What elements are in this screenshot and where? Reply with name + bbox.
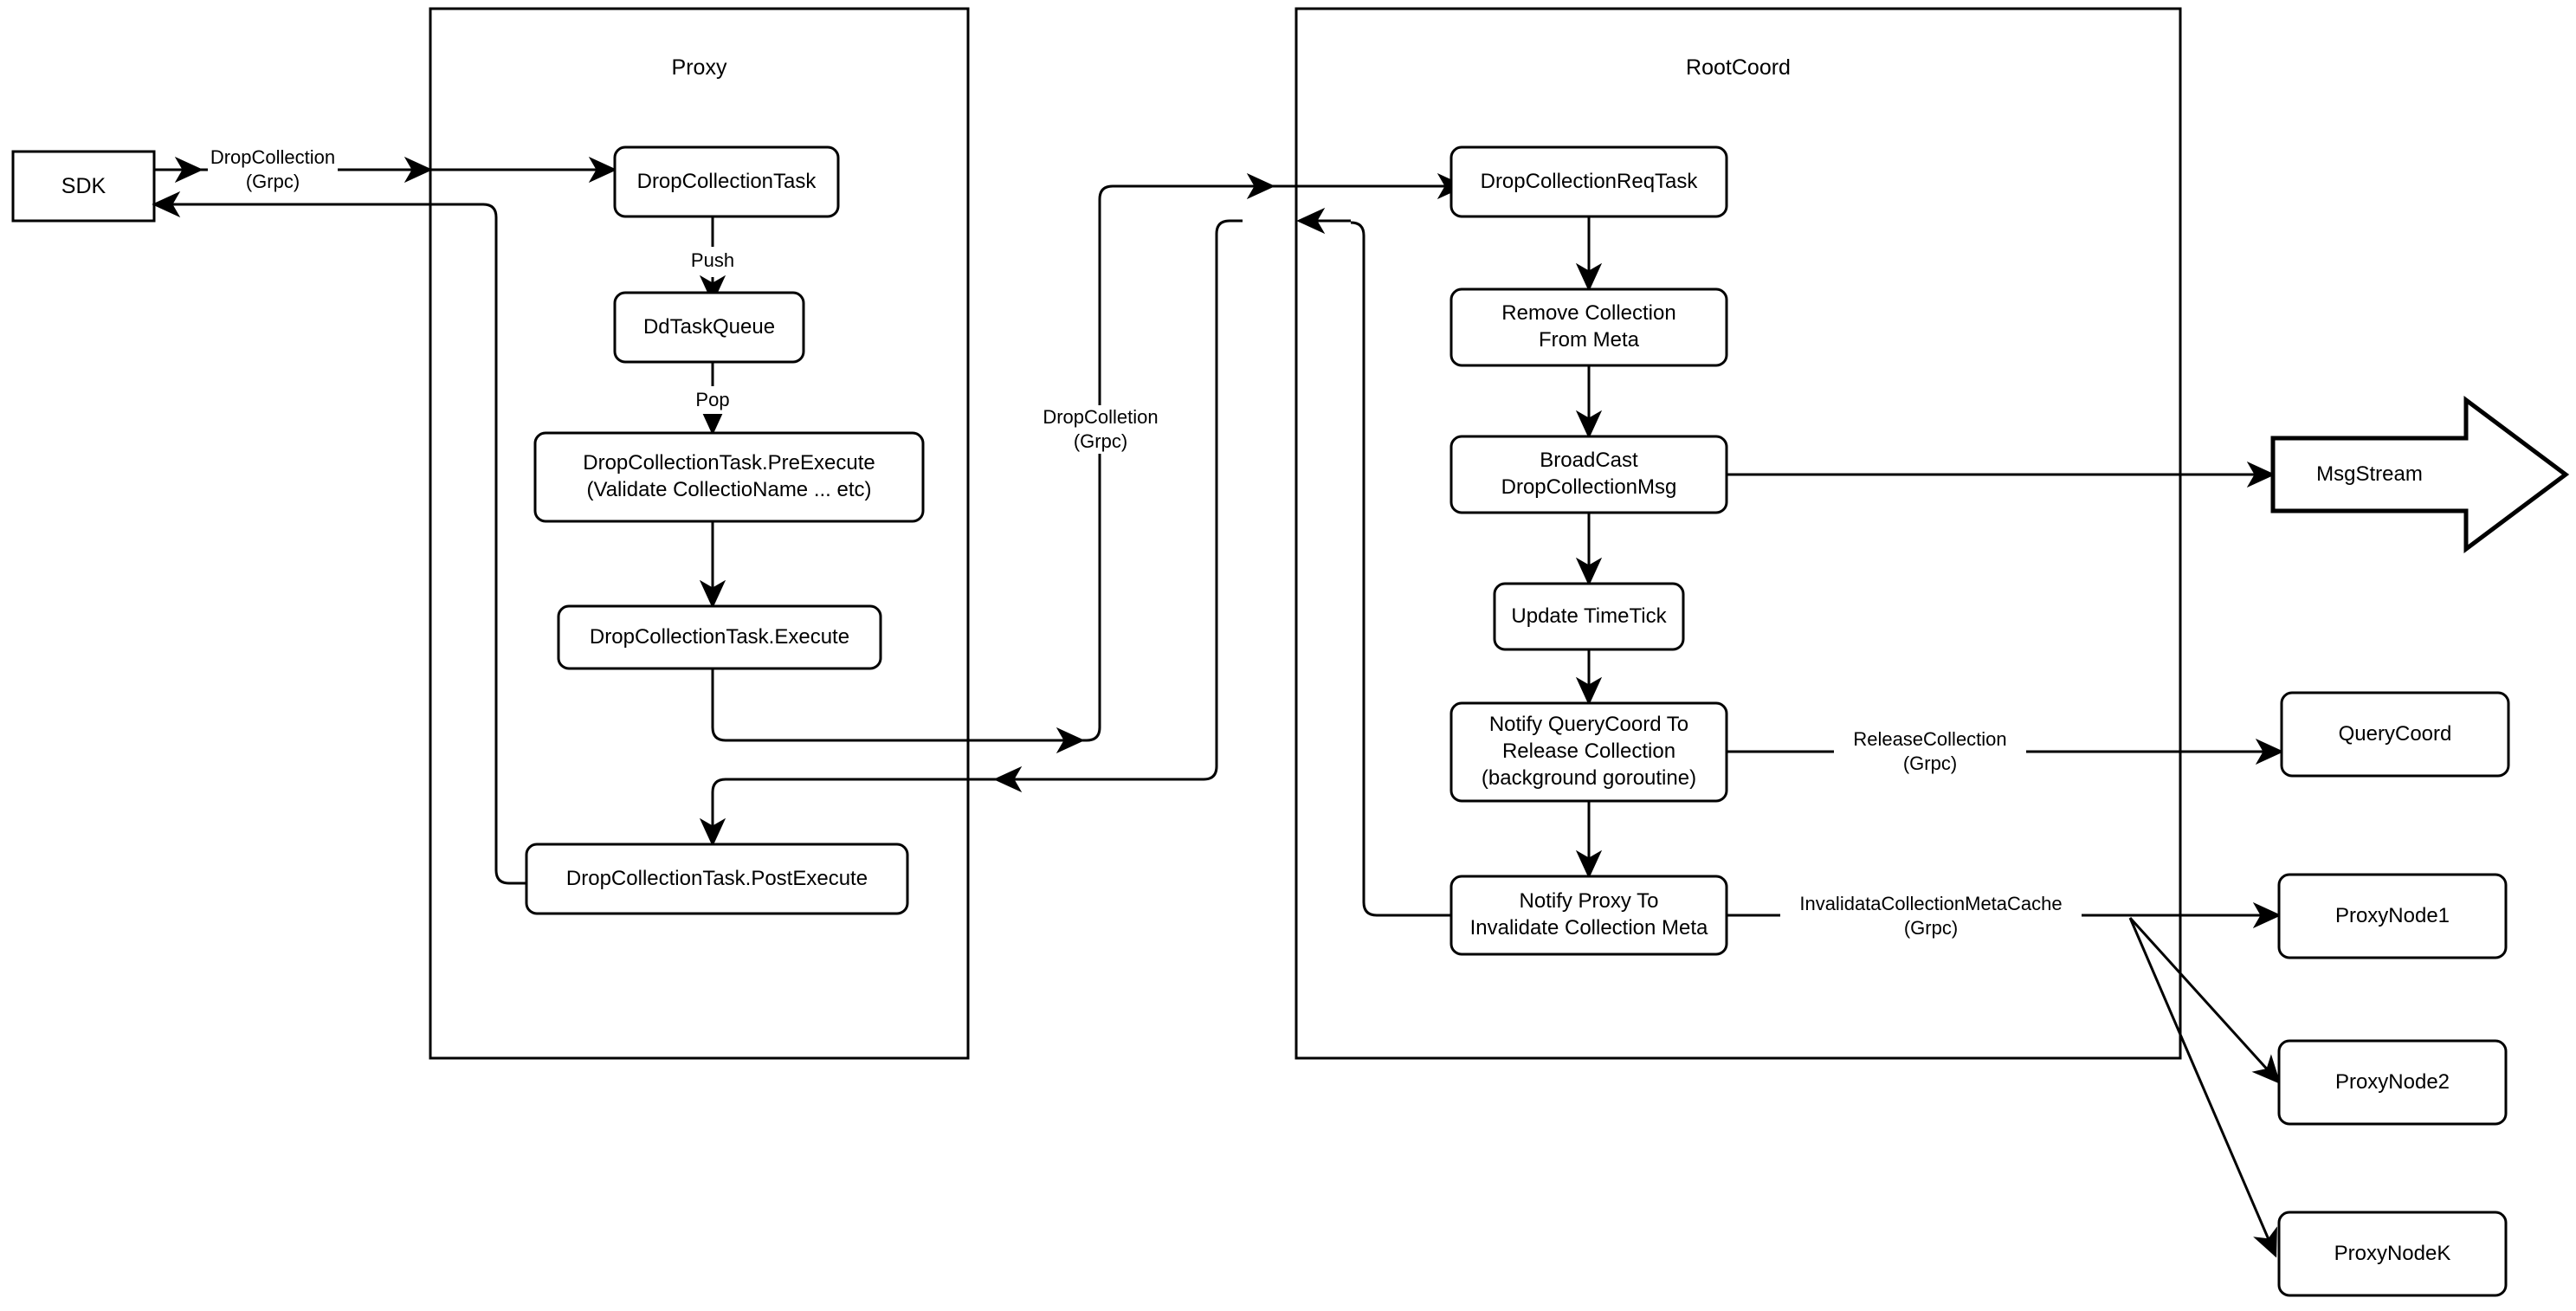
node-msgstream-shape: [2270, 396, 2570, 553]
edge-postexecute-to-sdk: [430, 203, 526, 885]
rootcoord-container-border: [1294, 7, 2182, 1060]
edge-notifyproxy-left-riser: [1350, 221, 1451, 917]
node-pre-execute: [533, 431, 925, 523]
node-proxynode1: [2277, 873, 2508, 959]
proxy-container-border: [429, 7, 970, 1060]
edge-label-sdk-to-proxy: DropCollection (Grpc): [208, 145, 338, 194]
node-post-execute: [525, 843, 909, 915]
node-notify-proxy: [1449, 875, 1728, 956]
node-proxynode2: [2277, 1039, 2508, 1126]
edge-label-invalidate-cache: InvalidataCollectionMetaCache (Grpc): [1780, 892, 2082, 940]
node-drop-collection-task: [613, 145, 840, 218]
rootcoord-container-title: RootCoord: [1686, 55, 1791, 80]
node-dd-task-queue: [613, 291, 805, 364]
edge-fanout-proxynode2: [2128, 916, 2281, 1085]
edge-label-pop: Pop: [679, 386, 746, 414]
edge-rootcoord-return-to-proxy: [1004, 219, 1243, 781]
sdk-box: [11, 150, 156, 223]
node-remove-collection-from-meta: [1449, 287, 1728, 367]
edge-label-push: Push: [675, 247, 750, 274]
edge-fanout-proxynodek: [2128, 917, 2277, 1258]
node-execute: [557, 604, 882, 670]
node-proxynodek: [2277, 1211, 2508, 1297]
node-querycoord: [2280, 691, 2510, 778]
node-notify-querycoord: [1449, 701, 1728, 803]
edge-execute-to-rootcoord: [711, 668, 1085, 754]
edge-label-release-collection: ReleaseCollection (Grpc): [1834, 727, 2026, 776]
node-update-timetick: [1493, 582, 1685, 651]
node-drop-collection-req-task: [1449, 145, 1728, 218]
proxy-container-title: Proxy: [671, 55, 727, 80]
node-broadcast-drop-collection-msg: [1449, 435, 1728, 514]
edge-label-proxy-to-rootcoord: DropColletion (Grpc): [1027, 405, 1174, 454]
